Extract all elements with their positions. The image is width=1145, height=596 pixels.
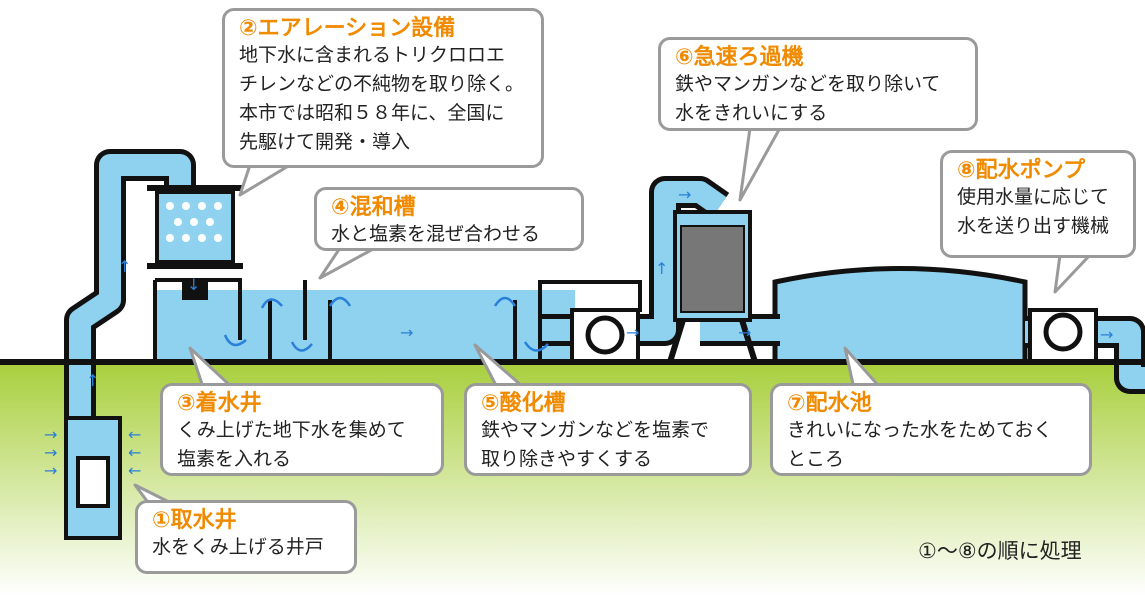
- rapid-filter: [667, 210, 758, 363]
- svg-text:↓: ↓: [187, 275, 200, 294]
- callout-mixing-tank: ④混和槽 水と塩素を混ぜ合わせる: [314, 187, 584, 251]
- callout-rapid-filter: ⑥急速ろ過機 鉄やマンガンなどを取り除いて 水をきれいにする: [658, 37, 978, 131]
- callout-body: 水と塩素を混ぜ合わせる: [331, 223, 541, 245]
- callout-body: 鉄やマンガンなどを取り除いて 水をきれいにする: [675, 73, 941, 124]
- bubble-tails: [133, 127, 1092, 507]
- flow-arrows: ↑↑ ↓ → ↑ → → → → →→→ ←←←: [44, 185, 1113, 480]
- callout-reservoir: ⑦配水池 きれいになった水をためておく ところ: [770, 383, 1092, 476]
- callout-title: ⑥急速ろ過機: [675, 45, 804, 70]
- svg-text:→: →: [626, 323, 639, 342]
- callout-receiving-well: ③着水井 くみ上げた地下水を集めて 塩素を入れる: [160, 383, 444, 476]
- svg-text:←: ←: [128, 443, 141, 462]
- svg-text:→: →: [738, 323, 751, 342]
- reservoir-dome: [772, 266, 1028, 365]
- svg-text:→: →: [44, 425, 57, 444]
- svg-text:→: →: [678, 185, 691, 204]
- callout-body: くみ上げた地下水を集めて 塩素を入れる: [177, 419, 406, 470]
- callout-title: ⑤酸化槽: [481, 391, 566, 416]
- svg-text:←: ←: [128, 461, 141, 480]
- callout-oxidation-tank: ⑤酸化槽 鉄やマンガンなどを塩素で 取り除きやすくする: [464, 383, 752, 476]
- intake-well: [64, 416, 122, 540]
- basin-walls: [153, 278, 642, 362]
- swirl-arrows: [223, 296, 549, 352]
- callout-body: 鉄やマンガンなどを塩素で 取り除きやすくする: [481, 419, 710, 470]
- svg-text:↑: ↑: [86, 371, 99, 390]
- aeration-bubbles: [166, 202, 222, 242]
- svg-text:→: →: [44, 443, 57, 462]
- svg-text:→: →: [1100, 325, 1113, 344]
- svg-text:→: →: [400, 323, 413, 342]
- callout-title: ②エアレーション設備: [239, 16, 456, 41]
- callout-title: ④混和槽: [331, 195, 416, 220]
- basin-water: [155, 290, 575, 362]
- pump-8: [1028, 308, 1098, 364]
- callout-title: ①取水井: [152, 508, 237, 533]
- svg-text:↑: ↑: [118, 257, 131, 276]
- process-order-note: ①〜⑧の順に処理: [918, 539, 1082, 563]
- pump-1: [570, 308, 640, 364]
- callout-title: ⑦配水池: [787, 391, 872, 416]
- callout-intake-well: ①取水井 水をくみ上げる井戸: [135, 500, 357, 574]
- svg-text:→: →: [44, 461, 57, 480]
- callout-title: ⑧配水ポンプ: [957, 158, 1085, 183]
- callout-body: きれいになった水をためておく ところ: [787, 419, 1053, 470]
- callout-body: 水をくみ上げる井戸: [152, 536, 324, 558]
- svg-text:↑: ↑: [655, 259, 668, 278]
- svg-text:←: ←: [128, 425, 141, 444]
- callout-body: 地下水に含まれるトリクロロエ チレンなどの不純物を取り除く。 本市では昭和５８年…: [239, 44, 525, 153]
- callout-aeration: ②エアレーション設備 地下水に含まれるトリクロロエ チレンなどの不純物を取り除く…: [222, 8, 544, 168]
- callout-distribution-pump: ⑧配水ポンプ 使用水量に応じて 水を送り出す機械: [940, 150, 1136, 258]
- callout-body: 使用水量に応じて 水を送り出す機械: [957, 186, 1110, 237]
- callout-title: ③着水井: [177, 391, 262, 416]
